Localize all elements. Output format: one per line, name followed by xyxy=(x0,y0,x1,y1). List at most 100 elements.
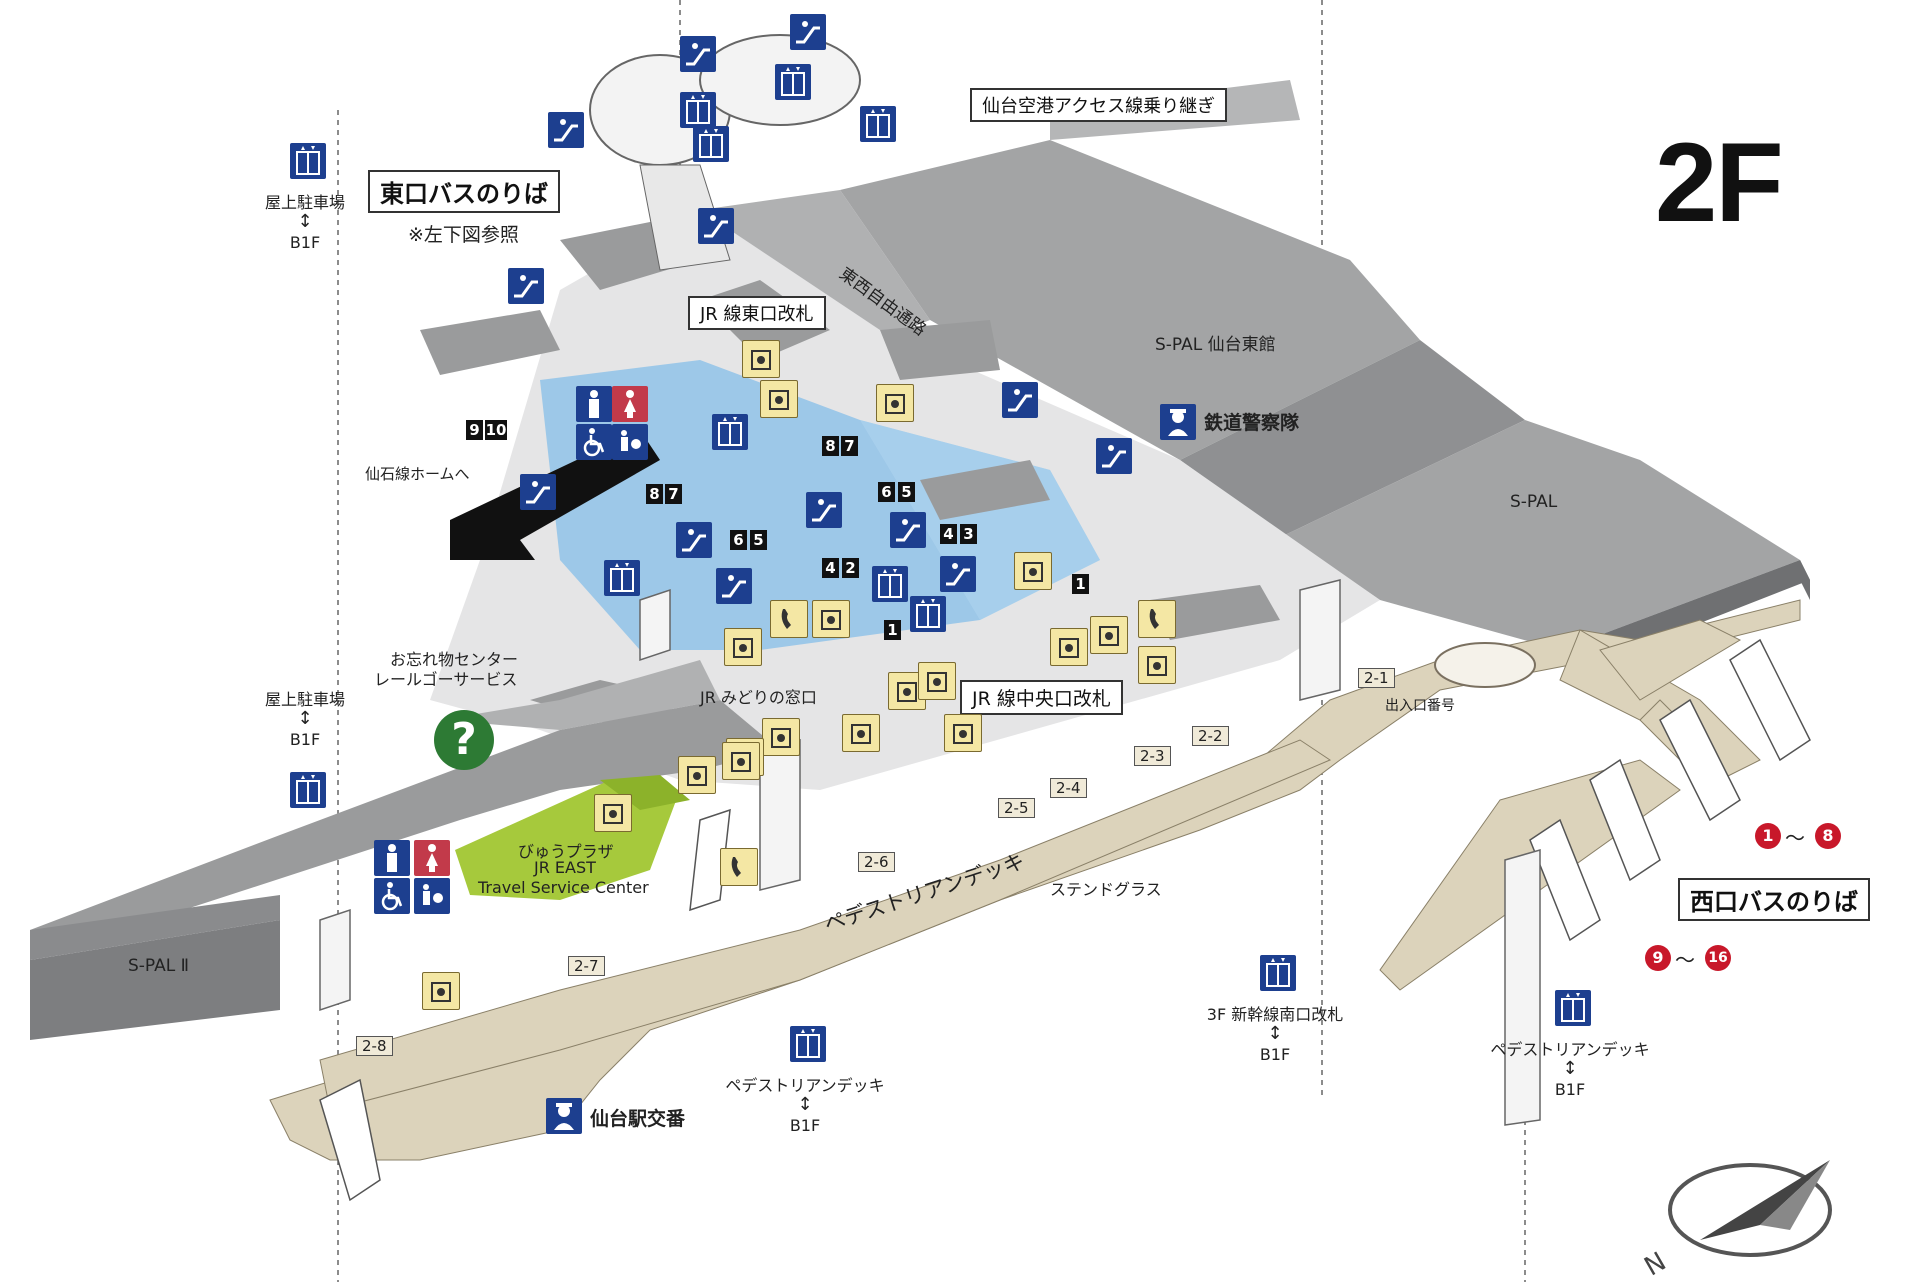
atm-icon xyxy=(722,742,760,780)
locker-icon xyxy=(678,756,716,794)
information-icon xyxy=(594,794,632,832)
west-buildings xyxy=(30,660,780,1040)
elevator-icon xyxy=(860,106,896,142)
senseki-label: 仙石線ホームへ xyxy=(365,465,470,483)
platform-number: 8 xyxy=(822,436,839,456)
elevator-destination: 3F 新幹線南口改札 xyxy=(1206,1005,1344,1024)
female-toilet-icon xyxy=(612,386,648,422)
baby-care-icon xyxy=(612,424,648,460)
exit-plaque: 2-7 xyxy=(568,956,605,976)
atm-icon xyxy=(422,972,460,1010)
elevator-arrow: ↕ xyxy=(797,1094,813,1115)
platform-number: 8 xyxy=(646,484,663,504)
female-toilet-icon xyxy=(414,840,450,876)
locker-icon xyxy=(1014,552,1052,590)
elevator-floor: B1F xyxy=(789,1116,821,1135)
platform-number: 9 xyxy=(466,420,483,440)
elevator-floor: B1F xyxy=(1259,1045,1291,1064)
floor-label: 2F xyxy=(1655,120,1784,245)
elevator-floor: B1F xyxy=(289,730,321,749)
help-icon: ? xyxy=(434,710,494,770)
phone-icon xyxy=(1138,600,1176,638)
platform-number: 6 xyxy=(730,530,747,550)
pillars xyxy=(319,579,1541,1126)
ticket-machine-icon xyxy=(1090,616,1128,654)
stained-glass-label: ステンドグラス xyxy=(1050,880,1162,899)
east-buildings xyxy=(700,80,1810,672)
escalator-icon xyxy=(806,492,842,528)
range-separator: 〜 xyxy=(1785,826,1805,850)
west-bus-callout: 西口バスのりば xyxy=(1678,878,1870,921)
platform-number: 2 xyxy=(842,558,859,578)
baby-care-icon xyxy=(414,878,450,914)
platform-number: 4 xyxy=(940,524,957,544)
bus-stop-number: 8 xyxy=(1815,823,1841,849)
platform-number: 5 xyxy=(898,482,915,502)
phone-icon xyxy=(720,848,758,886)
platform-number: 4 xyxy=(822,558,839,578)
compass-icon: N xyxy=(1640,1160,1832,1282)
elevator-icon xyxy=(872,566,908,602)
elevator-arrow: ↕ xyxy=(1267,1023,1283,1044)
accessible-toilet-icon xyxy=(576,424,612,460)
police-icon xyxy=(918,662,956,700)
elevator-floor: B1F xyxy=(289,233,321,252)
atm-icon xyxy=(812,600,850,638)
svg-text:N: N xyxy=(1640,1247,1672,1282)
male-toilet-icon xyxy=(576,386,612,422)
elevator-icon xyxy=(712,414,748,450)
elevator-icon xyxy=(290,143,326,179)
jr-east-gate-callout: JR 線東口改札 xyxy=(688,296,826,330)
elevator-icon xyxy=(910,596,946,632)
spal2-label: S-PAL Ⅱ xyxy=(128,956,189,976)
elevator-arrow: ↕ xyxy=(297,211,313,232)
information-icon xyxy=(762,718,800,756)
escalator-icon xyxy=(790,14,826,50)
phone-icon xyxy=(770,600,808,638)
elevator-icon xyxy=(775,64,811,100)
platform-number: 1 xyxy=(1072,574,1089,594)
rail-go-label: レールゴーサービス xyxy=(374,670,518,689)
male-toilet-icon xyxy=(374,840,410,876)
range-separator: 〜 xyxy=(1675,948,1695,972)
platform-number: 1 xyxy=(884,620,901,640)
elevator-arrow: ↕ xyxy=(1562,1058,1578,1079)
escalator-icon xyxy=(676,522,712,558)
exit-plaque: 2-4 xyxy=(1050,778,1087,798)
exit-plaque: 2-5 xyxy=(998,798,1035,818)
platform-number: 3 xyxy=(960,524,977,544)
escalator-icon xyxy=(940,556,976,592)
koban-label: 仙台駅交番 xyxy=(590,1108,686,1130)
view-plaza-label: びゅうプラザ xyxy=(518,842,614,861)
staircases xyxy=(319,638,1811,1202)
bus-stop-number: 1 xyxy=(1755,823,1781,849)
accessible-toilet-icon xyxy=(374,878,410,914)
exit-plaque: 2-6 xyxy=(858,852,895,872)
elevator-icon xyxy=(290,772,326,808)
view-plaza-en1: JR EAST xyxy=(534,858,596,877)
elevator-icon xyxy=(693,126,729,162)
platform-number: 7 xyxy=(841,436,858,456)
locker-icon xyxy=(742,340,780,378)
bus-stop-number: 9 xyxy=(1645,945,1671,971)
escalator-icon xyxy=(698,208,734,244)
platform-number: 10 xyxy=(485,420,507,440)
ticket-machine-icon xyxy=(876,384,914,422)
elevator-icon xyxy=(604,560,640,596)
escalator-icon xyxy=(520,474,556,510)
deck-oval xyxy=(1434,642,1536,688)
police-icon xyxy=(1160,404,1196,440)
exit-plaque: 2-3 xyxy=(1134,746,1171,766)
elevator-destination: 屋上駐車場 xyxy=(264,193,346,212)
elevator-icon xyxy=(790,1026,826,1062)
escalator-icon xyxy=(890,512,926,548)
airport-callout: 仙台空港アクセス線乗り継ぎ xyxy=(970,88,1228,122)
ticket-machine-icon xyxy=(724,628,762,666)
escalator-icon xyxy=(1096,438,1132,474)
escalator-icon xyxy=(508,268,544,304)
escalator-icon xyxy=(548,112,584,148)
elevator-floor: B1F xyxy=(1554,1080,1586,1099)
exit-plaque: 2-2 xyxy=(1192,726,1229,746)
exit-plaque: 2-8 xyxy=(356,1036,393,1056)
